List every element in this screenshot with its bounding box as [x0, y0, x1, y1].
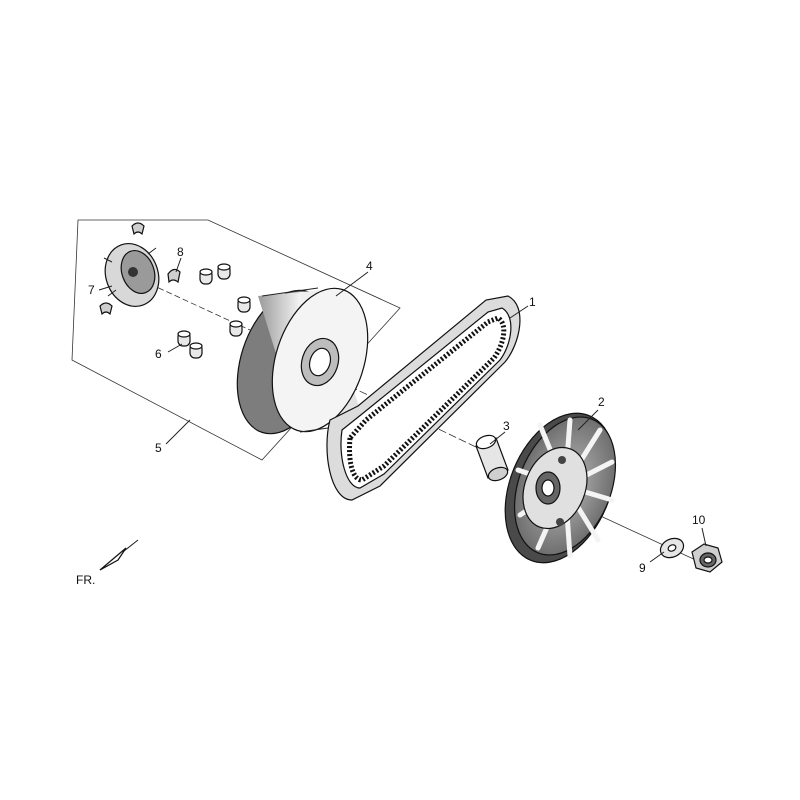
leader-10	[701, 527, 707, 547]
front-marker-label: FR.	[76, 573, 95, 587]
leader-8	[175, 257, 182, 273]
callout-2: 2	[598, 395, 605, 409]
slider-clip-top	[131, 222, 145, 236]
leader-2	[577, 409, 599, 431]
drive-pulley-part	[236, 287, 369, 435]
callout-4: 4	[366, 259, 373, 273]
callout-9: 9	[639, 561, 646, 575]
callout-5: 5	[155, 441, 162, 455]
leader-lines	[98, 257, 707, 563]
leader-6	[167, 343, 183, 353]
fan-drive-face-part	[504, 412, 617, 564]
leader-4	[335, 271, 369, 297]
callout-1: 1	[529, 295, 536, 309]
weight-rollers	[177, 263, 251, 359]
leader-5	[165, 419, 191, 445]
drive-belt-part	[326, 295, 521, 501]
callout-6: 6	[155, 347, 162, 361]
roller-f	[189, 342, 203, 359]
nut-part	[691, 543, 723, 573]
ramp-plate-part	[103, 243, 160, 307]
callout-3: 3	[503, 419, 510, 433]
leader-7	[98, 285, 113, 291]
roller-b	[217, 263, 231, 280]
roller-d	[229, 320, 243, 337]
leader-1	[509, 305, 529, 319]
callout-10: 10	[692, 513, 706, 527]
washer-part	[659, 537, 685, 559]
front-direction-arrow	[99, 539, 139, 571]
leader-9	[649, 551, 665, 563]
callout-7: 7	[88, 283, 95, 297]
roller-c	[237, 296, 251, 313]
callout-8: 8	[177, 245, 184, 259]
collar-part	[475, 434, 509, 482]
callout-labels: 1 2 3 4 5 6 7 8 9 10	[88, 245, 706, 575]
roller-a	[199, 268, 213, 285]
slider-clip-bottom	[99, 302, 113, 316]
roller-e	[177, 330, 191, 347]
clip-part-8	[167, 268, 181, 284]
leader-3	[489, 431, 506, 445]
